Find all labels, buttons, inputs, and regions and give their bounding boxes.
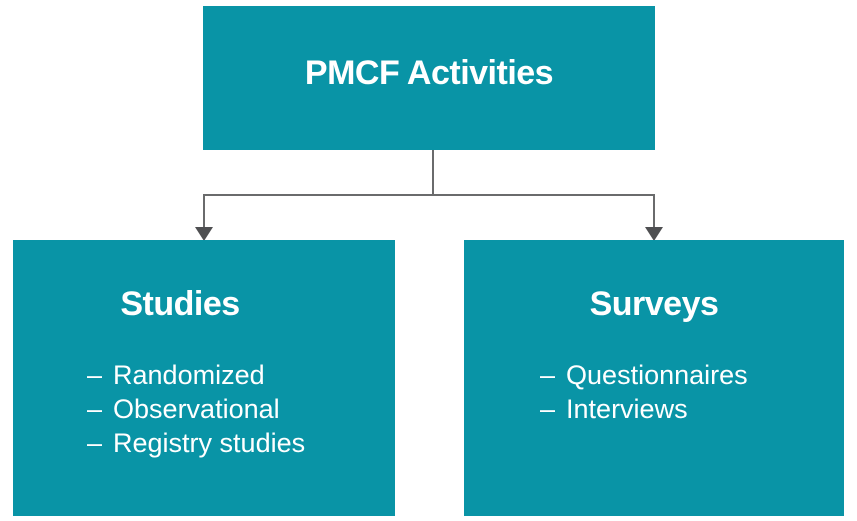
list-item-label: Interviews — [566, 394, 688, 424]
list-item: –Observational — [87, 392, 385, 426]
arrow-down-icon — [645, 227, 663, 241]
list-item-label: Questionnaires — [566, 360, 748, 390]
list-item-label: Registry studies — [113, 428, 306, 458]
node-surveys: Surveys –Questionnaires –Interviews — [464, 240, 844, 516]
bullet-dash: – — [540, 394, 556, 424]
bullet-dash: – — [87, 428, 103, 458]
bullet-dash: – — [87, 394, 103, 424]
arrow-down-icon — [195, 227, 213, 241]
list-item: –Registry studies — [87, 426, 385, 460]
list-item: –Interviews — [540, 392, 834, 426]
connector-horizontal — [203, 194, 655, 196]
surveys-list: –Questionnaires –Interviews — [464, 358, 844, 426]
studies-list: –Randomized –Observational –Registry stu… — [13, 358, 395, 460]
node-pmcf-activities: PMCF Activities — [203, 6, 655, 150]
list-item: –Randomized — [87, 358, 385, 392]
node-pmcf-activities-label: PMCF Activities — [304, 53, 554, 92]
list-item-label: Randomized — [113, 360, 265, 390]
connector-drop-left — [203, 195, 205, 228]
list-item: –Questionnaires — [540, 358, 834, 392]
node-surveys-label: Surveys — [589, 285, 719, 323]
list-item-label: Observational — [113, 394, 280, 424]
bullet-dash: – — [87, 360, 103, 390]
node-studies: Studies –Randomized –Observational –Regi… — [13, 240, 395, 516]
connector-drop-right — [653, 195, 655, 228]
connector-stem — [432, 150, 434, 195]
bullet-dash: – — [540, 360, 556, 390]
node-studies-label: Studies — [120, 285, 240, 323]
